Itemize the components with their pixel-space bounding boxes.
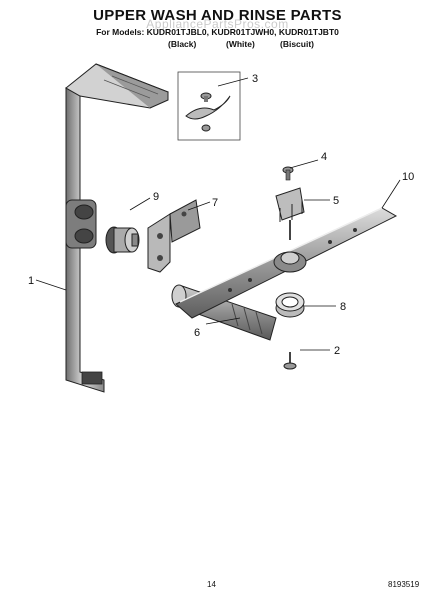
callout-8: 8	[340, 301, 346, 313]
bracket-part	[147, 199, 201, 273]
fastener-part	[283, 352, 297, 370]
callout-10: 10	[402, 171, 414, 183]
supply-tube-part	[65, 63, 169, 393]
callout-6: 6	[194, 327, 200, 339]
spray-arm-part	[175, 207, 398, 319]
callout-9: 9	[153, 191, 159, 203]
inlet-connector-part	[105, 226, 140, 254]
watermark-text: AppliancePartsPros.com	[146, 17, 289, 31]
page-number: 14	[207, 580, 216, 589]
diagram-title: UPPER WASH AND RINSE PARTS	[93, 7, 342, 24]
leader-lines	[35, 77, 401, 351]
variant-black: (Black)	[168, 39, 197, 49]
callout-1: 1	[28, 275, 34, 287]
callout-7: 7	[212, 197, 218, 209]
model-list: For Models: KUDR01TJBL0, KUDR01TJWH0, KU…	[96, 27, 339, 37]
document-code: 8193519	[388, 580, 420, 589]
callout-4: 4	[321, 151, 327, 163]
callout-2: 2	[334, 345, 340, 357]
callout-5: 5	[333, 195, 339, 207]
detail-inset-part	[177, 71, 241, 141]
seal-ring-part	[275, 292, 305, 318]
screw-part	[282, 166, 294, 181]
variant-white: (White)	[226, 39, 255, 49]
clip-part	[275, 187, 305, 240]
callout-3: 3	[252, 73, 258, 85]
variant-biscuit: (Biscuit)	[280, 39, 314, 49]
